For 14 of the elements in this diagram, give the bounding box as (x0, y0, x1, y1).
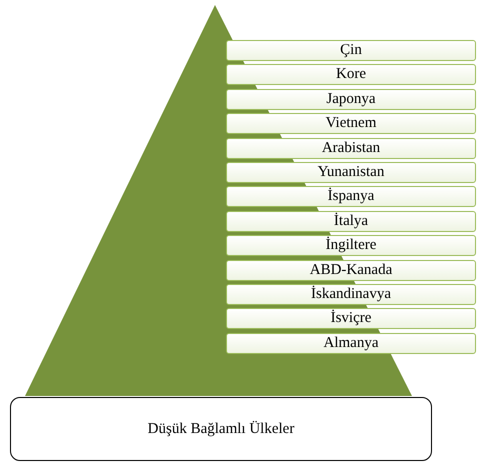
list-bar: İtalya (226, 210, 476, 232)
list-bar: Yunanistan (226, 162, 476, 183)
base-box: Düşük Bağlamlı Ülkeler (10, 397, 432, 461)
list-bar: Almanya (226, 332, 476, 354)
list-bar: Çin (226, 40, 476, 61)
list-bar: Kore (226, 64, 476, 86)
list-bar: İspanya (226, 186, 476, 208)
list-bar: Arabistan (226, 138, 476, 159)
list-bar: İngiltere (226, 235, 476, 256)
list-bar: Vietnem (226, 113, 476, 134)
list-bar: İskandinavya (226, 284, 476, 305)
list-bar: ABD-Kanada (226, 260, 476, 281)
list-bar: İsviçre (226, 308, 476, 330)
list-bar: Japonya (226, 88, 476, 110)
